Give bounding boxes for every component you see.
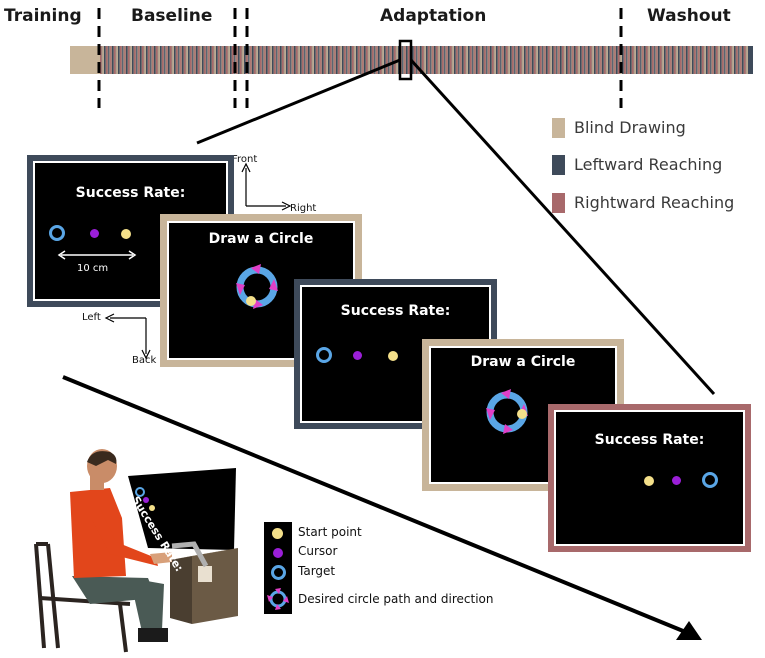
circle-path-icon (486, 389, 528, 434)
chair-icon (34, 542, 131, 653)
direction-left: Left (82, 312, 101, 323)
direction-axes-front-right (241, 162, 292, 211)
circle-path-icon (267, 588, 289, 610)
stage-label-baseline: Baseline (131, 6, 213, 26)
screen-title: Success Rate: (340, 303, 451, 319)
stage-label-adaptation: Adaptation (380, 6, 487, 26)
target-icon (702, 472, 718, 488)
key-label-target: Target (298, 564, 336, 578)
legend-swatch-leftward (552, 155, 565, 175)
cursor-icon (353, 351, 362, 360)
cursor-icon (672, 476, 681, 485)
screen-title: Success Rate: (594, 432, 705, 448)
legend-label-blind: Blind Drawing (574, 118, 686, 137)
direction-front: Front (232, 154, 258, 165)
screen-title: Draw a Circle (208, 231, 314, 247)
cursor-icon (273, 548, 283, 558)
sequence-arrow (62, 375, 689, 635)
scale-arrow (57, 250, 137, 260)
direction-back: Back (132, 355, 157, 366)
robot-arm (171, 541, 209, 568)
target-icon (49, 225, 65, 241)
start-point-icon (644, 476, 654, 486)
stage-label-training: Training (4, 6, 82, 26)
direction-right: Right (290, 203, 317, 214)
screen-title: Draw a Circle (470, 354, 576, 370)
start-point-icon (272, 528, 283, 539)
zoom-line-left (196, 58, 401, 145)
legend-swatch-blind (552, 118, 565, 138)
key-label-circle-path: Desired circle path and direction (298, 592, 494, 606)
manipulandum-box (170, 548, 238, 624)
key-label-start-point: Start point (298, 525, 362, 539)
timeline-trials-segment (100, 46, 752, 74)
start-point-icon (388, 351, 398, 361)
legend-label-leftward: Leftward Reaching (574, 155, 723, 174)
key-label-cursor: Cursor (298, 544, 338, 558)
legend-swatch-rightward (552, 193, 565, 213)
screen-rightward: Success Rate: (548, 404, 751, 552)
person-icon (70, 449, 172, 642)
subject-monitor (128, 468, 236, 550)
screen-title: Success Rate: (75, 185, 186, 201)
start-point-icon (121, 229, 131, 239)
cursor-icon (90, 229, 99, 238)
scale-label: 10 cm (77, 263, 109, 274)
direction-axes-left-back (104, 313, 151, 360)
stage-label-washout: Washout (647, 6, 731, 26)
subject-illustration (34, 449, 238, 653)
target-icon (316, 347, 332, 363)
timeline-training-segment (70, 46, 100, 74)
circle-path-icon (236, 264, 278, 309)
target-icon (271, 565, 286, 580)
legend-label-rightward: Rightward Reaching (574, 193, 735, 212)
zoom-line-right (409, 58, 716, 396)
